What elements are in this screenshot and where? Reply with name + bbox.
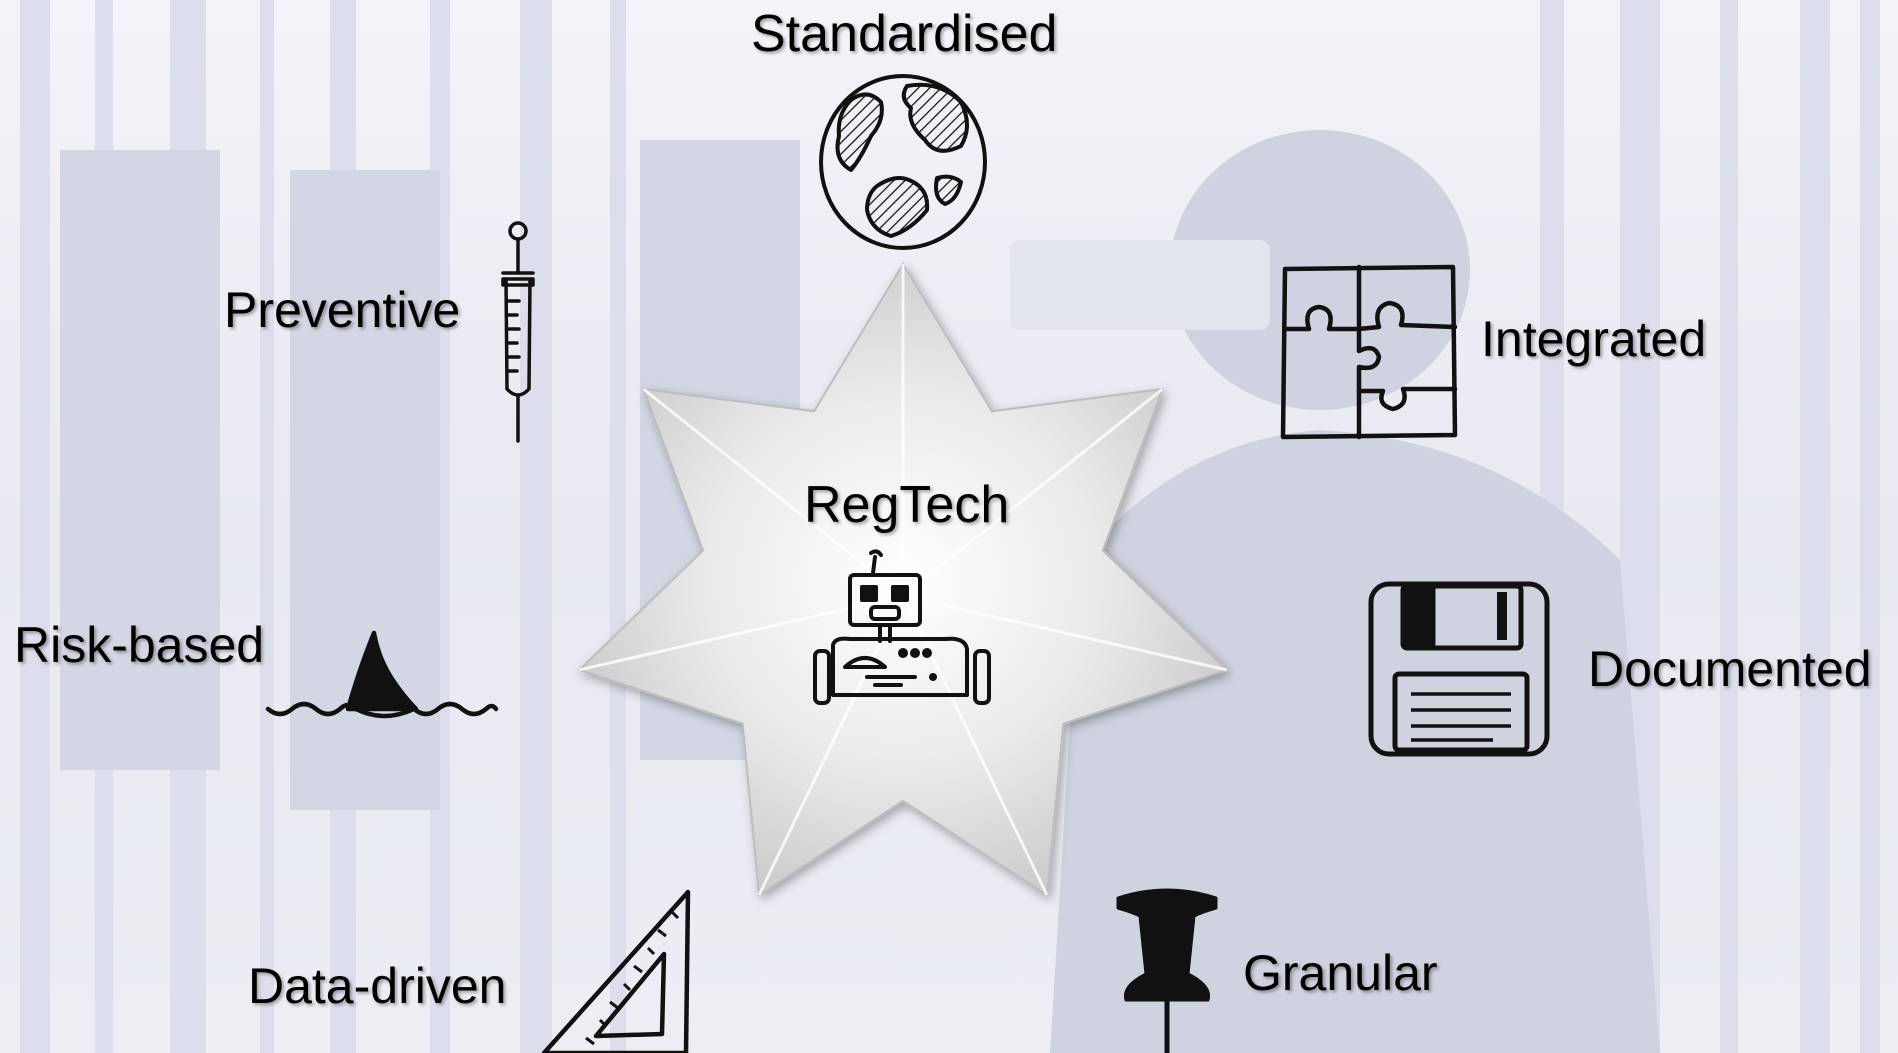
- syringe-icon: [493, 219, 543, 444]
- puzzle-icon: [1279, 263, 1460, 440]
- label-integrated: Integrated: [1481, 311, 1707, 367]
- label-standardised: Standardised: [751, 5, 1058, 63]
- robot-icon: [805, 545, 1005, 720]
- star-ridge: [757, 595, 905, 896]
- label-data-driven: Data-driven: [248, 958, 507, 1014]
- star-ridge: [902, 594, 1228, 672]
- label-granular: Granular: [1243, 945, 1438, 1001]
- label-risk-based: Risk-based: [14, 617, 265, 673]
- label-documented: Documented: [1588, 641, 1872, 697]
- shark-fin-icon: [264, 627, 500, 727]
- center-label: RegTech: [804, 476, 1010, 534]
- pushpin-icon: [1112, 886, 1222, 1053]
- star-ridge: [901, 595, 1049, 896]
- star-ridge: [902, 387, 1164, 598]
- label-preventive: Preventive: [224, 282, 461, 338]
- floppy-disk-icon: [1365, 578, 1555, 761]
- globe-icon: [811, 70, 995, 254]
- set-square-icon: [538, 888, 693, 1053]
- star-ridge: [642, 387, 904, 598]
